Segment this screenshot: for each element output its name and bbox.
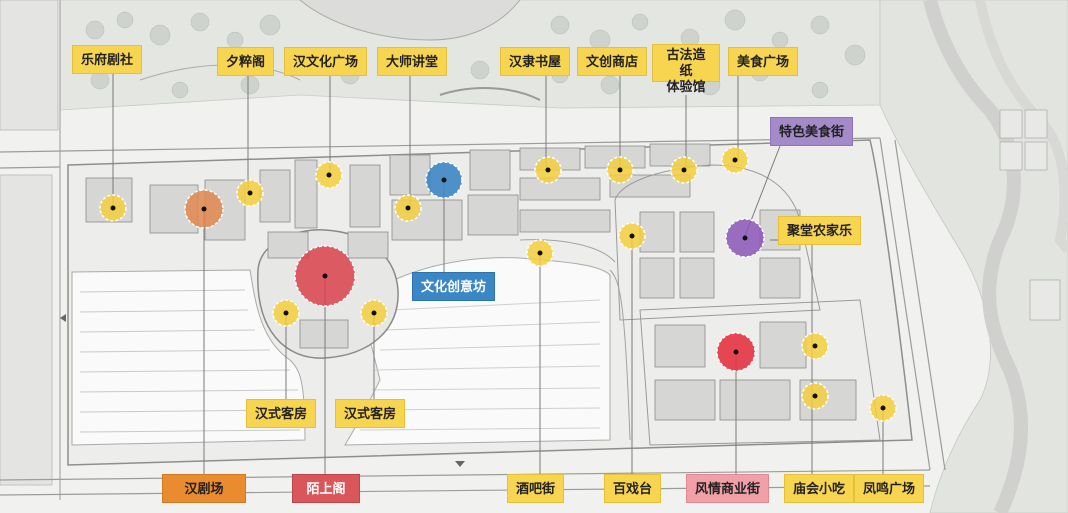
label-kefang-1: 汉式客房 <box>246 399 317 428</box>
label-moshang: 陌上阁 <box>292 474 360 503</box>
lawn-rows <box>359 299 601 431</box>
building-masses <box>85 143 857 421</box>
road-network <box>0 0 946 500</box>
label-wenchuang: 文创商店 <box>577 47 648 76</box>
label-wenhua-chuangyi: 文化创意坊 <box>412 272 496 301</box>
label-jutang: 聚堂农家乐 <box>778 216 862 245</box>
label-meishi: 美食广场 <box>728 47 799 76</box>
label-gufa-text: 古法造纸 体验馆 <box>666 48 706 95</box>
label-kefang-2: 汉式客房 <box>335 399 406 428</box>
leader-lines <box>112 72 884 474</box>
label-tese: 特色美食街 <box>770 117 854 146</box>
west-buildings <box>0 0 59 486</box>
marker-west <box>60 314 66 322</box>
label-dashi: 大师讲堂 <box>377 47 448 76</box>
label-lefu: 乐府剧社 <box>72 45 143 74</box>
label-fengming: 凤鸣广场 <box>854 474 925 503</box>
residential-rows <box>79 289 301 433</box>
east-cluster-outline <box>614 164 881 446</box>
label-miaohui: 庙会小吃 <box>784 474 855 503</box>
poi-center-dots <box>110 157 886 411</box>
label-jiuba: 酒吧街 <box>507 474 565 503</box>
marker-south <box>455 461 465 467</box>
label-hanculture: 汉文化广场 <box>284 47 368 76</box>
label-hanli: 汉隶书屋 <box>500 47 571 76</box>
label-baixi: 百戏台 <box>604 474 662 503</box>
east-fields <box>999 109 1061 321</box>
label-fengqing: 风情商业街 <box>686 474 770 503</box>
label-gufa: 古法造纸 体验馆 <box>652 44 720 95</box>
label-xicui: 夕粹阁 <box>217 47 275 76</box>
label-hanjuchang: 汉剧场 <box>162 474 246 503</box>
